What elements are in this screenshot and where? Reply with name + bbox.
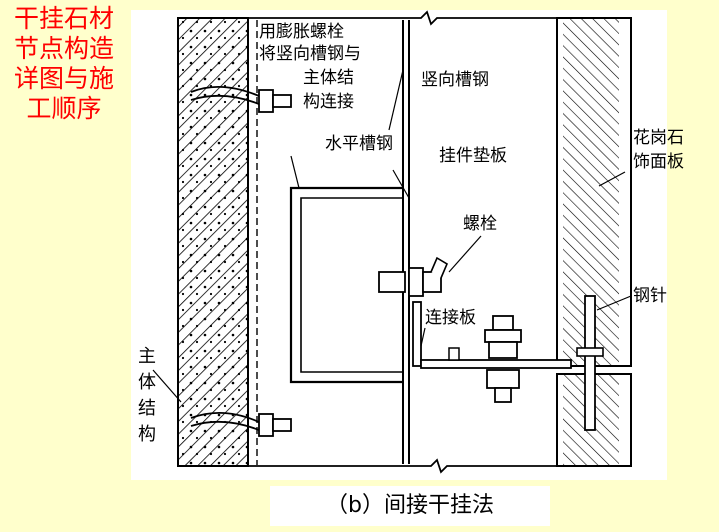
top-break-line <box>248 10 557 26</box>
label-bolt-note-3: 主体结 <box>303 68 354 88</box>
steel-pin <box>576 295 604 431</box>
concrete-wall <box>177 17 249 467</box>
bracket-bolt <box>378 256 449 297</box>
figure-caption: （b）间接干挂法 <box>270 486 550 526</box>
label-connecting-plate: 连接板 <box>425 308 476 328</box>
label-bolt-note-4: 构连接 <box>303 92 354 112</box>
hanger-bolt <box>484 315 522 403</box>
diagram-drawing <box>152 10 632 474</box>
bottom-break-line <box>248 458 557 474</box>
construction-diagram: 用膨胀螺栓 将竖向槽钢与 主体结 构连接 竖向槽钢 水平槽钢 挂件垫板 螺栓 连… <box>131 10 684 480</box>
vertical-channel-steel <box>402 20 410 464</box>
expansion-bolt-upper <box>190 85 292 113</box>
label-horizontal-channel: 水平槽钢 <box>325 134 393 154</box>
title-line-1: 干挂石材 <box>13 4 114 33</box>
connecting-plate <box>412 301 572 369</box>
expansion-bolt-lower <box>190 411 292 437</box>
label-hanger-pad: 挂件垫板 <box>439 146 507 166</box>
horizontal-channel-steel <box>289 186 403 384</box>
label-granite-2: 饰面板 <box>633 152 684 172</box>
label-bolt-note-2: 将竖向槽钢与 <box>259 44 361 64</box>
title-line-3: 详图与施 <box>13 64 114 93</box>
label-main-structure: 主体结构 <box>138 346 156 445</box>
label-bolt: 螺栓 <box>463 214 497 234</box>
label-bolt-note-1: 用膨胀螺栓 <box>259 22 344 42</box>
title-line-2: 节点构造 <box>13 34 114 63</box>
leader-lines <box>290 69 632 347</box>
main-structure-leader <box>152 369 182 403</box>
label-granite-1: 花岗石 <box>633 128 684 148</box>
label-vertical-channel: 竖向槽钢 <box>421 70 489 90</box>
label-steel-pin: 钢针 <box>633 286 667 306</box>
title-line-4: 工顺序 <box>26 94 102 123</box>
slide-title: 干挂石材 节点构造 详图与施 工顺序 <box>0 4 128 124</box>
